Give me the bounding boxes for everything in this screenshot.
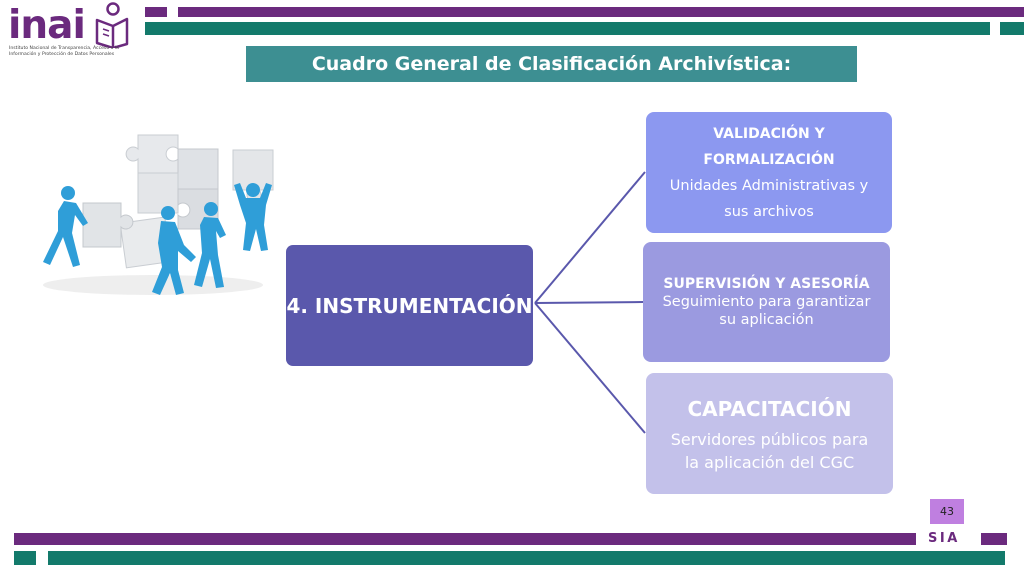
puzzle-teamwork-illustration — [43, 134, 274, 295]
slide-title: Cuadro General de Clasificación Archivís… — [246, 46, 857, 111]
node-capacitacion-text-line1: Servidores públicos para — [670, 429, 869, 449]
header-bar-teal-end — [1000, 22, 1024, 35]
node-validacion-text-line1: Unidades Administrativas y — [669, 177, 869, 194]
node-supervision-text-line1: Seguimiento para garantizar — [662, 294, 871, 310]
sia-brand-label: SIA — [928, 531, 960, 546]
node-supervision: SUPERVISIÓN Y ASESORÍA Seguimiento para … — [643, 242, 890, 362]
center-node-instrumentacion: 4. INSTRUMENTACIÓN — [286, 245, 533, 366]
node-supervision-heading: SUPERVISIÓN Y ASESORÍA — [663, 276, 870, 292]
node-validacion-heading-line2: FORMALIZACIÓN — [703, 151, 835, 168]
connector-line-top — [534, 171, 646, 304]
page-number-badge: 43 — [930, 499, 964, 524]
header-bar-purple-small — [145, 7, 167, 17]
inai-logo-wordmark: inai — [8, 3, 86, 48]
person-reading-icon — [95, 2, 129, 48]
node-capacitacion-text-line2: la aplicación del CGC — [684, 452, 855, 472]
center-node-label: 4. INSTRUMENTACIÓN — [286, 293, 533, 318]
header-bar-purple — [178, 7, 1024, 17]
node-validacion-text-line2: sus archivos — [724, 203, 814, 220]
node-capacitacion: CAPACITACIÓN Servidores públicos para la… — [646, 373, 893, 494]
node-supervision-text-line2: su aplicación — [719, 312, 814, 328]
connector-line-middle — [534, 301, 644, 304]
node-validacion: VALIDACIÓN Y FORMALIZACIÓN Unidades Admi… — [646, 112, 892, 233]
node-validacion-heading-line1: VALIDACIÓN Y — [713, 125, 825, 142]
node-capacitacion-heading: CAPACITACIÓN — [687, 396, 852, 421]
inai-logo-tagline: Instituto Nacional de Transparencia, Acc… — [9, 46, 119, 57]
footer-bar-teal-small — [14, 551, 36, 565]
connector-line-bottom — [534, 302, 646, 434]
footer-bar-purple-end — [981, 533, 1007, 545]
footer-bar-purple — [14, 533, 916, 545]
footer-bar-teal — [48, 551, 1005, 565]
